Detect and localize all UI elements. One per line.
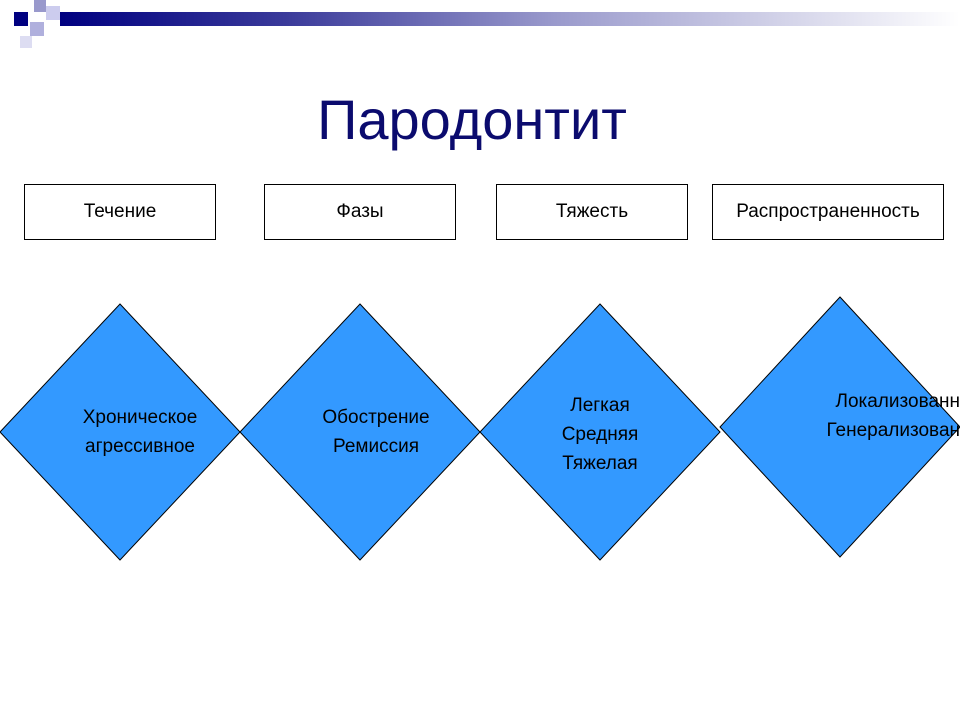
diamond-label-line: Локализованн [835,391,960,412]
category-box-severity: Тяжесть [496,184,688,240]
diamond-phases [239,303,481,561]
diamond-prevalence [719,296,960,558]
diamond-label-line: Обострение [322,407,430,428]
corner-square [30,22,44,36]
category-box-phases: Фазы [264,184,456,240]
diamond-label-line: Тяжелая [562,453,638,474]
corner-square [34,0,46,12]
slide-title: Пародонтит [317,88,627,151]
diamond-label-line: Генерализован [826,420,960,441]
corner-square [46,6,60,20]
category-box-course: Течение [24,184,216,240]
diamond-label-line: Легкая [570,395,630,416]
diamond-row [0,296,960,561]
diamond-label-phases: Обострение Ремиссия [276,403,476,461]
diamond-label-line: агрессивное [85,436,195,457]
corner-square [20,36,32,48]
diamond-label-line: Хроническое [82,407,198,428]
diamond-course [0,303,241,561]
diamond-label-course: Хроническое агрессивное [40,403,240,461]
diamond-label-line: Ремиссия [333,436,419,457]
corner-square [14,12,28,26]
corner-decoration [14,0,60,48]
header-gradient-bar [60,12,960,26]
diamond-label-severity: Легкая Средняя Тяжелая [500,391,700,478]
diamond-label-line: Средняя [561,424,639,445]
diamond-severity [479,303,721,561]
diamond-label-prevalence: Локализованн Генерализован [740,387,960,445]
category-box-prevalence: Распространенность [712,184,944,240]
